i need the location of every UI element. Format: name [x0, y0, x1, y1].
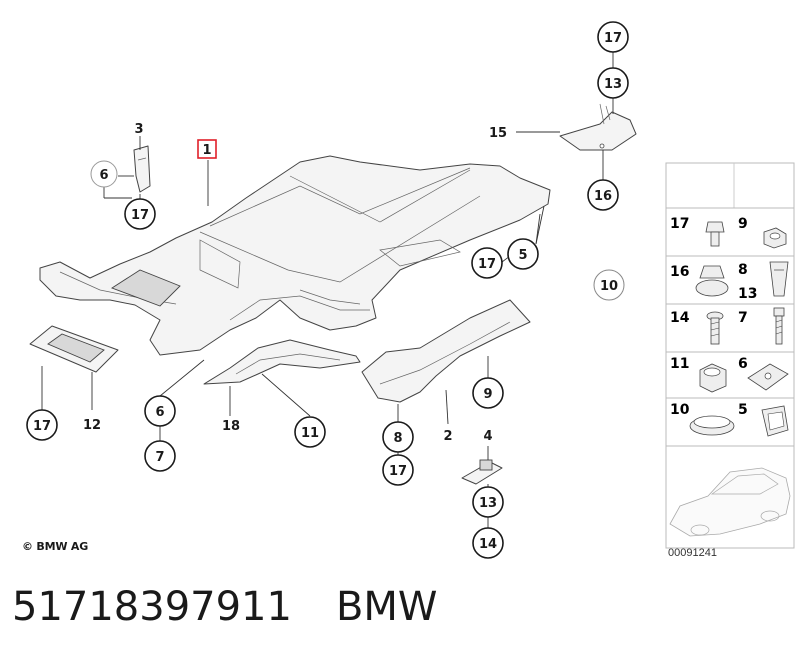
svg-text:6: 6 — [99, 168, 108, 183]
callout-14: 14 — [472, 527, 504, 559]
svg-text:14: 14 — [670, 310, 690, 326]
svg-text:15: 15 — [489, 126, 507, 141]
nut-16-icon — [695, 265, 729, 297]
callout-6-upper: 6 — [90, 160, 118, 188]
svg-text:18: 18 — [222, 419, 240, 434]
svg-text:7: 7 — [738, 310, 748, 326]
svg-text:11: 11 — [301, 426, 319, 441]
tray-12-drawing — [29, 325, 119, 373]
callout-8: 8 — [382, 421, 414, 453]
svg-text:9: 9 — [738, 216, 748, 232]
clip-8-icon — [769, 261, 789, 297]
svg-text:6: 6 — [738, 356, 748, 372]
svg-text:1: 1 — [202, 143, 211, 158]
svg-text:11: 11 — [670, 356, 689, 372]
screw-17-icon — [705, 221, 725, 247]
svg-text:8: 8 — [393, 431, 402, 446]
shield-9-drawing — [361, 299, 531, 403]
callout-10: 10 — [593, 269, 625, 301]
callout-17-mid: 17 — [471, 247, 503, 279]
label-15: 15 — [489, 126, 507, 141]
diagram-id: 00091241 — [668, 547, 717, 559]
callout-17-bottom: 17 — [382, 454, 414, 486]
svg-text:16: 16 — [594, 189, 612, 204]
nut-9-icon — [763, 227, 787, 249]
brand-name: BMW — [335, 584, 438, 630]
svg-text:5: 5 — [518, 248, 527, 263]
plug-10-icon — [689, 415, 735, 436]
svg-text:7: 7 — [155, 450, 164, 465]
clip-4-drawing — [461, 459, 503, 485]
callout-5: 5 — [507, 238, 539, 270]
callout-11: 11 — [294, 416, 326, 448]
label-2: 2 — [443, 429, 452, 444]
svg-text:17: 17 — [604, 31, 622, 46]
callout-6-lower: 6 — [144, 395, 176, 427]
svg-text:6: 6 — [155, 405, 164, 420]
svg-text:17: 17 — [389, 464, 407, 479]
underbody-panel-drawing — [39, 155, 551, 356]
svg-text:10: 10 — [670, 402, 690, 418]
label-4: 4 — [483, 429, 492, 444]
svg-text:16: 16 — [670, 264, 689, 280]
label-12: 12 — [83, 418, 101, 433]
svg-text:3: 3 — [134, 122, 143, 137]
svg-text:17: 17 — [478, 257, 496, 272]
svg-text:17: 17 — [670, 216, 689, 232]
svg-text:17: 17 — [131, 208, 149, 223]
callout-17-lower-left: 17 — [26, 409, 58, 441]
svg-text:10: 10 — [600, 279, 618, 294]
callout-13-top: 13 — [597, 67, 629, 99]
crossmember-drawing — [203, 339, 361, 385]
nut-11-icon — [699, 363, 727, 393]
svg-text:14: 14 — [479, 537, 497, 552]
callout-13-bottom: 13 — [472, 486, 504, 518]
svg-text:13: 13 — [479, 496, 497, 511]
callout-17-left: 17 — [124, 198, 156, 230]
part-number: 51718397911 — [12, 584, 292, 630]
svg-text:8: 8 — [738, 262, 748, 278]
copyright-notice: © BMW AG — [22, 540, 89, 553]
bracket-15-drawing — [559, 103, 637, 151]
callout-16: 16 — [587, 179, 619, 211]
svg-text:2: 2 — [443, 429, 452, 444]
parts-diagram: 17 13 15 16 3 1 6 17 17 5 10 17 12 6 7 1… — [26, 21, 795, 559]
bolt-14-icon — [706, 311, 724, 345]
bolt-7-icon — [773, 307, 785, 345]
clip-6-icon — [747, 363, 789, 391]
clip-5-icon — [761, 405, 789, 437]
fastener-legend: 17 9 16 8 13 14 7 — [665, 162, 795, 559]
callout-17-top: 17 — [597, 21, 629, 53]
callout-7: 7 — [144, 440, 176, 472]
car-silhouette-icon — [669, 467, 791, 537]
svg-text:9: 9 — [483, 387, 492, 402]
svg-text:5: 5 — [738, 402, 748, 418]
callout-9: 9 — [472, 377, 504, 409]
svg-text:17: 17 — [33, 419, 51, 434]
label-3: 3 — [134, 122, 143, 137]
svg-text:4: 4 — [483, 429, 492, 444]
bracket-3-drawing — [133, 145, 151, 193]
part-number-caption: 51718397911 BMW — [12, 584, 437, 630]
label-1-highlighted: 1 — [197, 139, 217, 159]
label-18: 18 — [222, 419, 240, 434]
svg-text:13: 13 — [738, 286, 757, 302]
svg-text:12: 12 — [83, 418, 101, 433]
svg-text:13: 13 — [604, 77, 622, 92]
